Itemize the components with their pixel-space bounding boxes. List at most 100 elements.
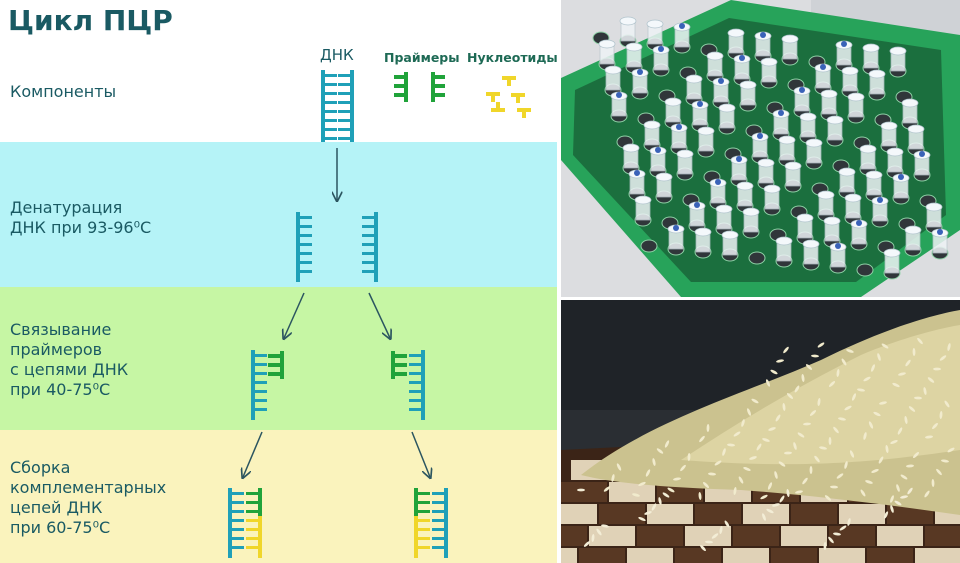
dna-rung [255,372,267,375]
nucleotides-icon [486,76,531,118]
denaturation-band [0,142,557,287]
dna-rung [362,243,374,246]
dna-rung [432,492,444,495]
dna-rung [409,372,421,375]
dna-rung [325,119,337,122]
dna-rung [232,492,244,495]
step-line: с цепями ДНК [10,360,129,379]
extended-strands [228,488,448,558]
dna-rung [300,261,312,264]
step-line: Компоненты [10,82,117,101]
nucleotides-label: Нуклеотиды [467,50,558,65]
dna-rung [362,270,374,273]
primers-icon [394,72,445,102]
dna-rung [232,510,244,513]
dna-rung [409,399,421,402]
dna-backbone [258,488,262,516]
dna-rung [432,537,444,540]
step-line: Связывание [10,320,112,339]
step-denaturation: Денатурация ДНК при 93-96⁰С [10,198,151,238]
components-band [0,0,557,142]
dna-rung [362,252,374,255]
primer-rung [395,363,407,367]
dna-rung [232,519,244,522]
dna-rung [325,83,337,86]
annealed-strands [251,350,425,420]
step-line: при 60-75⁰С [10,518,111,537]
dna-backbone [374,212,378,282]
dna-rung [246,537,258,540]
dna-rung [338,119,350,122]
vertical-divider [557,0,561,563]
step-line: ДНК при 93-96⁰С [10,218,152,237]
primer-rung [394,75,404,79]
dna-rung [338,110,350,113]
dna-rung [338,128,350,131]
dna-rung [362,216,374,219]
dna-rung [362,225,374,228]
dna-rung [300,270,312,273]
dna-rung [432,519,444,522]
step-line: при 40-75⁰С [10,380,111,399]
dna-rung [409,390,421,393]
step-line: цепей ДНК [10,498,103,517]
dna-rung [246,519,258,522]
dna-rung [362,261,374,264]
primer-rung [394,84,404,88]
dna-backbone [251,350,255,420]
dna-rung [246,492,258,495]
dna-rung [255,354,267,357]
step-line: Денатурация [10,198,123,217]
dna-rung [300,243,312,246]
primer-rung [268,363,280,367]
dna-rung [232,546,244,549]
rice-on-chessboard-photo [561,300,960,563]
horizontal-divider [561,297,960,300]
dna-backbone [350,70,354,142]
dna-backbone [421,350,425,420]
dna-rung [300,216,312,219]
step-extension: Сборка комплементарных цепей ДНК при 60-… [10,458,166,538]
dna-rung [409,408,421,411]
dna-rung [246,510,258,513]
nucleotide-icon [486,92,500,102]
dna-rung [325,137,337,140]
dna-double-strand [321,70,354,142]
primer-backbone [404,72,408,102]
dna-rung [325,101,337,104]
dna-backbone [444,488,448,558]
arrow-left-icon [243,431,263,477]
dna-rung [338,83,350,86]
dna-rung [362,234,374,237]
dna-rung [300,252,312,255]
dna-rung [246,501,258,504]
dna-rung [418,510,430,513]
dna-rung [418,546,430,549]
pcr-tube-rack-photo [561,0,960,297]
primer-rung [435,84,445,88]
dna-backbone [296,212,300,282]
step-annealing: Связывание праймеров с цепями ДНК при 40… [10,320,128,400]
nucleotide-icon [502,76,516,86]
dna-rung [409,354,421,357]
dna-backbone [321,70,325,142]
primer-backbone [391,351,395,379]
nucleotide-icon [511,93,525,103]
dna-rung [232,528,244,531]
dna-backbone [258,488,262,558]
dna-rung [255,408,267,411]
primer-rung [394,93,404,97]
dna-rung [338,74,350,77]
step-components: Компоненты [10,82,116,102]
dna-rung [255,390,267,393]
primer-rung [395,354,407,358]
dna-rung [338,137,350,140]
dna-rung [232,537,244,540]
dna-rung [325,128,337,131]
step-line: Сборка [10,458,71,477]
dna-rung [246,528,258,531]
dna-rung [325,74,337,77]
dna-rung [418,519,430,522]
dna-rung [409,363,421,366]
